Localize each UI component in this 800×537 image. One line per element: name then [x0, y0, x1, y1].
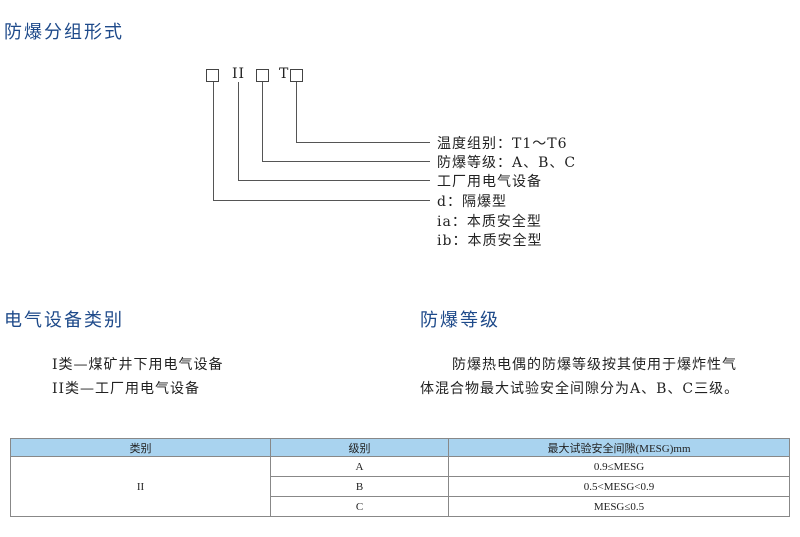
- cell-mesg: 0.9≤MESG: [448, 456, 790, 477]
- category-line-1: I类—煤矿井下用电气设备: [52, 357, 224, 373]
- cell-mesg: MESG≤0.5: [448, 496, 790, 517]
- grade-text-line-2: 体混合物最大试验安全间隙分为A、B、C三级。: [420, 381, 740, 397]
- table-row: C MESG≤0.5: [11, 496, 790, 517]
- cell-grade: C: [270, 496, 449, 517]
- section-title-equipment-category: 电气设备类别: [4, 310, 124, 331]
- cell-mesg: 0.5<MESG<0.9: [448, 476, 790, 497]
- code-box-2: [256, 69, 269, 82]
- category-line-2: II类—工厂用电气设备: [52, 381, 201, 397]
- label-ib: ib：本质安全型: [437, 233, 543, 249]
- label-temperature-group: 温度组别：T1～T6: [437, 136, 568, 152]
- cell-category: II: [10, 456, 271, 517]
- section-title-explosion-grade: 防爆等级: [420, 310, 500, 331]
- header-category: 类别: [10, 438, 271, 457]
- header-mesg: 最大试验安全间隙(MESG)mm: [448, 438, 790, 457]
- code-part-ii: II: [232, 66, 246, 82]
- label-flameproof: d：隔爆型: [437, 194, 507, 210]
- cell-grade: B: [270, 476, 449, 497]
- section-title-explosion-group: 防爆分组形式: [4, 22, 124, 43]
- mesg-table: 类别 级别 最大试验安全间隙(MESG)mm II A 0.9≤MESG B 0…: [10, 438, 790, 517]
- cell-grade: A: [270, 456, 449, 477]
- table-header-row: 类别 级别 最大试验安全间隙(MESG)mm: [10, 438, 790, 457]
- label-ia: ia：本质安全型: [437, 214, 542, 230]
- header-grade: 级别: [270, 438, 449, 457]
- label-factory-equipment: 工厂用电气设备: [437, 174, 542, 190]
- label-explosion-grade: 防爆等级：A、B、C: [437, 155, 577, 171]
- table-row: II A 0.9≤MESG: [10, 456, 790, 517]
- code-part-t: T: [279, 66, 290, 82]
- grade-text-line-1: 防爆热电偶的防爆等级按其使用于爆炸性气: [452, 357, 737, 373]
- code-box-3: [290, 69, 303, 82]
- code-box-1: [206, 69, 219, 82]
